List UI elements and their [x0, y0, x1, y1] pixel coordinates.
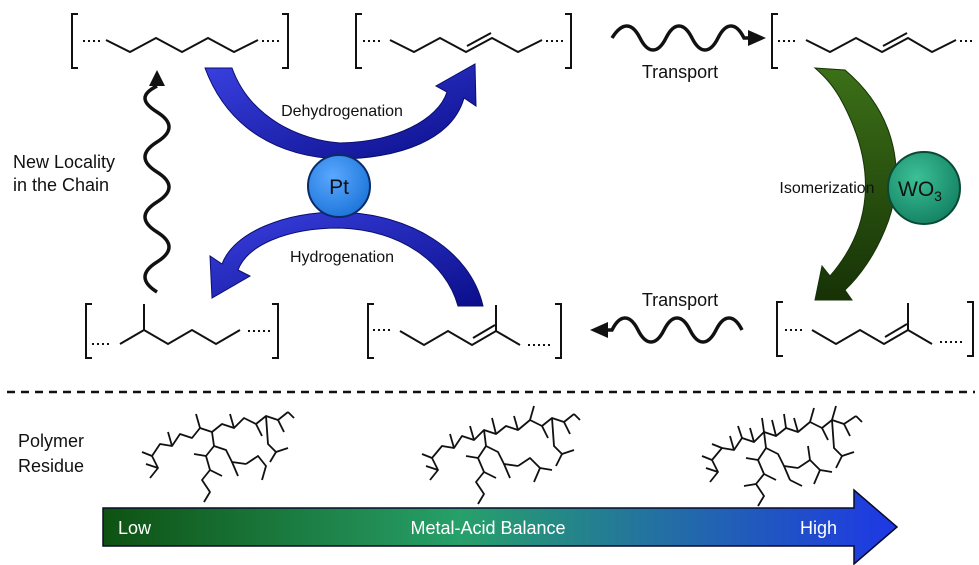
transport-top-label: Transport	[642, 62, 718, 82]
bracket-left	[71, 13, 78, 69]
molecule-branched-alkene-bottom-right	[776, 301, 974, 357]
double-bond	[466, 32, 492, 47]
transport-bottom-label: Transport	[642, 290, 718, 310]
molecule-branched-alkene-bottom-middle	[367, 303, 562, 359]
new-locality-arrowhead	[149, 70, 165, 86]
pt-catalyst: Pt	[307, 154, 371, 218]
bracket-right	[272, 303, 279, 359]
metal-acid-balance-bar: Low Metal-Acid Balance High	[102, 488, 899, 565]
bracket-left	[367, 303, 374, 359]
transport-bottom-arrowhead	[590, 322, 608, 338]
bracket-left	[355, 13, 362, 69]
molecule-alkene-top-middle	[355, 13, 572, 69]
new-locality-squiggle	[143, 84, 171, 294]
double-bond	[882, 32, 908, 47]
transport-top-arrowhead	[748, 30, 766, 46]
bracket-left	[85, 303, 92, 359]
balance-low-label: Low	[118, 518, 152, 538]
isomerization-label: Isomerization	[779, 180, 874, 197]
balance-title-label: Metal-Acid Balance	[410, 518, 565, 538]
bracket-right	[967, 301, 974, 357]
molecule-alkane-top-left	[71, 13, 289, 69]
bracket-right	[555, 303, 562, 359]
polymer-residue-mid	[421, 405, 581, 505]
hydrogenation-label: Hydrogenation	[290, 249, 394, 266]
hydrogenation-arrow	[209, 211, 484, 307]
transport-top: Transport	[610, 24, 766, 82]
molecule-alkene-top-right	[771, 13, 975, 69]
transport-bottom: Transport	[590, 290, 744, 344]
double-bond	[472, 324, 496, 339]
bracket-left	[776, 301, 783, 357]
balance-high-label: High	[800, 518, 837, 538]
transport-bottom-squiggle	[604, 316, 744, 344]
dehydrogenation-label: Dehydrogenation	[281, 103, 403, 120]
wo3-label: WO3	[898, 178, 942, 204]
polymer-residue-high	[701, 405, 863, 507]
polymer-residue-low	[141, 411, 295, 503]
polymer-label-line2: Residue	[18, 456, 84, 476]
bracket-left	[771, 13, 778, 69]
dehydrogenation-arrow	[204, 63, 477, 160]
new-locality-label-line1: New Locality	[13, 152, 115, 172]
double-bond	[884, 323, 908, 338]
bracket-right	[282, 13, 289, 69]
bracket-right	[565, 13, 572, 69]
molecule-branched-alkane-bottom-left	[85, 303, 279, 359]
balance-bar-arrow	[102, 488, 899, 565]
pt-label: Pt	[329, 176, 349, 199]
new-locality: New Locality in the Chain	[13, 70, 171, 294]
transport-top-squiggle	[610, 24, 752, 52]
new-locality-label-line2: in the Chain	[13, 175, 109, 195]
polymer-label-line1: Polymer	[18, 431, 84, 451]
isomerization-arrow	[813, 67, 897, 301]
wo3-catalyst: WO3	[887, 151, 961, 225]
